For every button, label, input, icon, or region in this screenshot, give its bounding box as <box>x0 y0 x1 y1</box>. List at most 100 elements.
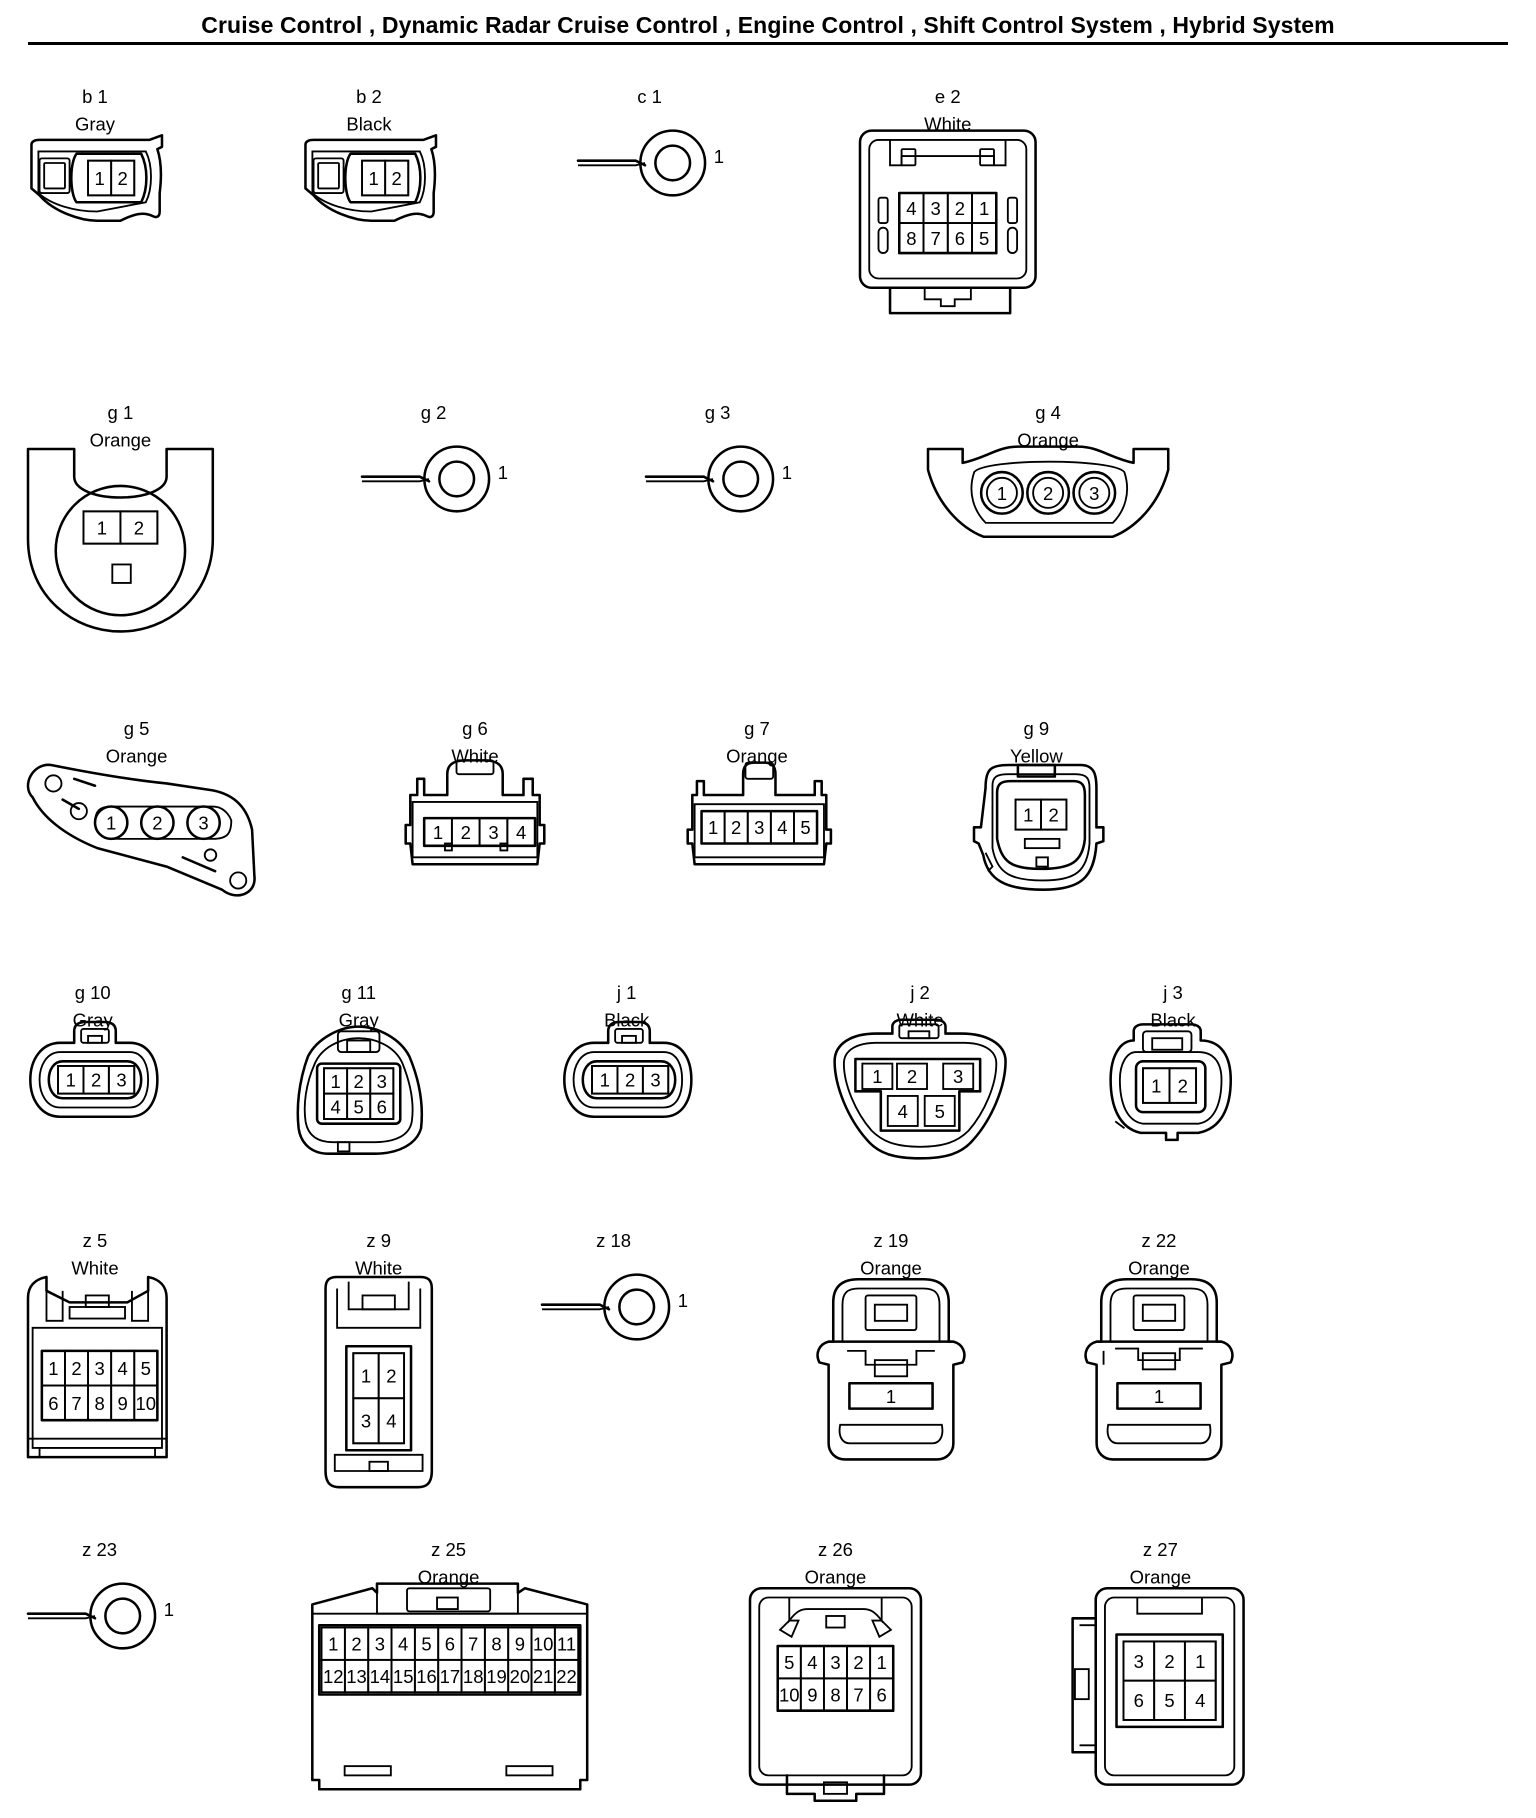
pin-number: 10 <box>533 1634 554 1655</box>
pin-number: 2 <box>955 198 965 219</box>
connector-id: g 6 <box>462 718 488 739</box>
connector-id: c 1 <box>637 86 662 107</box>
pin-number: 1 <box>872 1066 882 1087</box>
pin-number: 3 <box>754 817 764 838</box>
pin-number: 2 <box>71 1358 81 1379</box>
pin-number: 16 <box>416 1666 437 1687</box>
connector-id: z 22 <box>1142 1230 1177 1251</box>
pin-number: 5 <box>800 817 810 838</box>
pin-number: 2 <box>461 822 471 843</box>
pin-number: 1 <box>714 146 724 167</box>
pin-number: 8 <box>906 228 916 249</box>
pin-number: 2 <box>354 1071 364 1092</box>
connector-color: White <box>451 746 498 767</box>
pin-number: 15 <box>393 1666 414 1687</box>
pin-number: 1 <box>1195 1651 1205 1672</box>
pin-number: 1 <box>877 1652 887 1673</box>
pin-number: 3 <box>488 822 498 843</box>
pin-number: 6 <box>377 1096 387 1117</box>
pin-number: 18 <box>463 1666 484 1687</box>
connector-id: z 27 <box>1143 1539 1178 1560</box>
connector-color: White <box>71 1258 118 1279</box>
connector-color: Orange <box>90 430 152 451</box>
pin-number: 3 <box>361 1411 371 1432</box>
connector-id: z 5 <box>83 1230 108 1251</box>
pin-number: 3 <box>931 198 941 219</box>
pin-number: 6 <box>445 1634 455 1655</box>
pin-number: 1 <box>106 813 116 834</box>
connector-id: z 23 <box>82 1539 117 1560</box>
connector-g3: g 31 <box>644 402 792 513</box>
pin-number: 3 <box>116 1070 126 1091</box>
connector-id: g 3 <box>705 402 731 423</box>
pin-number: 4 <box>807 1652 817 1673</box>
pin-number: 4 <box>330 1096 340 1117</box>
pin-number: 1 <box>1151 1075 1161 1096</box>
connector-id: b 1 <box>82 86 108 107</box>
connector-color: Black <box>1150 1010 1196 1031</box>
pin-number: 3 <box>830 1652 840 1673</box>
pin-number: 1 <box>164 1599 174 1620</box>
connector-id: j 2 <box>909 982 930 1003</box>
connector-id: g 2 <box>421 402 447 423</box>
pin-number: 3 <box>1134 1651 1144 1672</box>
connector-color: Orange <box>1128 1258 1190 1279</box>
connector-color: Gray <box>75 114 116 135</box>
connector-id: j 1 <box>616 982 637 1003</box>
pin-number: 4 <box>398 1634 408 1655</box>
pin-number: 3 <box>1089 483 1099 504</box>
pin-number: 1 <box>368 168 378 189</box>
pin-number: 2 <box>1178 1075 1188 1096</box>
pin-number: 2 <box>152 813 162 834</box>
pin-number: 1 <box>1023 805 1033 826</box>
pin-number: 3 <box>94 1358 104 1379</box>
connector-id: j 3 <box>1162 982 1183 1003</box>
connector-color: Orange <box>726 746 788 767</box>
pin-number: 1 <box>979 198 989 219</box>
pin-number: 2 <box>731 817 741 838</box>
connector-z18: z 181 <box>540 1230 688 1341</box>
pin-number: 4 <box>516 822 526 843</box>
pin-number: 4 <box>1195 1690 1205 1711</box>
pin-number: 1 <box>708 817 718 838</box>
connector-color: Gray <box>339 1010 380 1031</box>
pin-number: 4 <box>386 1411 396 1432</box>
pin-number: 10 <box>136 1393 157 1414</box>
pin-number: 8 <box>491 1634 501 1655</box>
pin-number: 8 <box>94 1393 104 1414</box>
pin-number: 21 <box>533 1666 554 1687</box>
pin-number: 22 <box>556 1666 577 1687</box>
title-rule <box>28 42 1508 45</box>
connector-id: g 11 <box>341 982 376 1003</box>
pin-number: 1 <box>433 822 443 843</box>
pin-number: 4 <box>118 1358 128 1379</box>
connector-color: Orange <box>805 1567 867 1588</box>
pin-number: 4 <box>898 1101 908 1122</box>
pin-number: 12 <box>323 1666 344 1687</box>
connector-id: b 2 <box>356 86 382 107</box>
pin-number: 11 <box>557 1634 576 1655</box>
pin-number: 1 <box>94 168 104 189</box>
pin-number: 6 <box>955 228 965 249</box>
connector-id: g 4 <box>1035 402 1061 423</box>
pin-number: 9 <box>807 1684 817 1705</box>
connector-color: Orange <box>106 746 168 767</box>
pin-number: 5 <box>1164 1690 1174 1711</box>
pin-number: 1 <box>330 1071 340 1092</box>
page-title: Cruise Control , Dynamic Radar Cruise Co… <box>201 12 1335 38</box>
pin-number: 17 <box>440 1666 461 1687</box>
connector-z23: z 23 1 <box>26 1539 174 1650</box>
connector-color: Yellow <box>1010 746 1063 767</box>
